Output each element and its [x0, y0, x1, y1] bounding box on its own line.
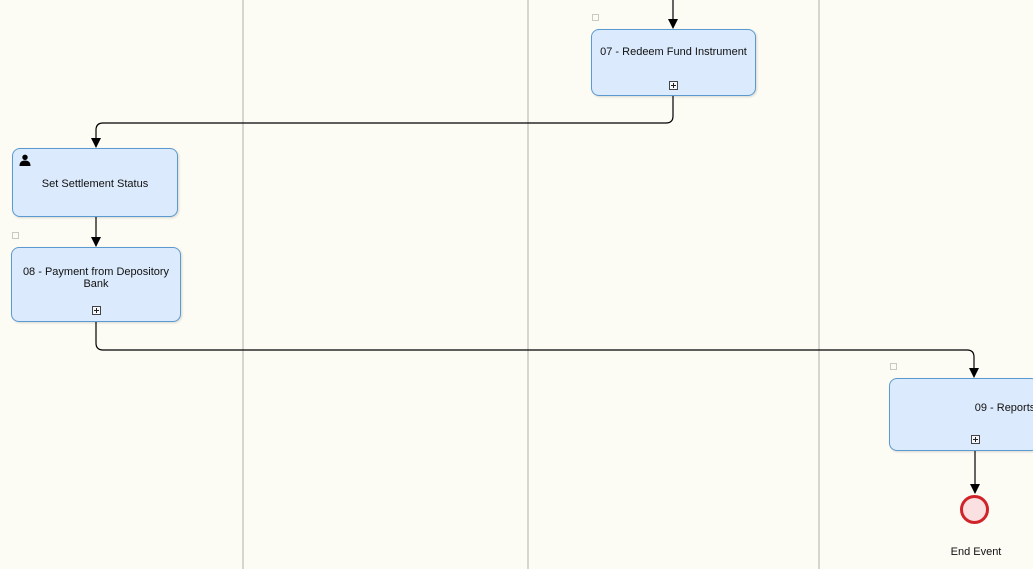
expand-subprocess-icon[interactable]	[669, 81, 678, 90]
task-set-settlement-status[interactable]: Set Settlement Status	[12, 148, 178, 217]
user-icon	[19, 154, 31, 166]
task-marker	[592, 14, 599, 21]
task-label: 09 - Reports	[974, 402, 1033, 414]
lane-divider	[527, 0, 529, 569]
task-marker	[890, 363, 897, 370]
lane-divider	[242, 0, 244, 569]
end-event-circle[interactable]	[960, 495, 989, 524]
task-label: 08 - Payment from Depository Bank	[22, 266, 170, 290]
flow-redeem-to-set-status[interactable]	[91, 96, 674, 148]
end-event-label: End Event	[950, 546, 1002, 558]
task-payment-from-depository-bank[interactable]: 08 - Payment from Depository Bank	[11, 247, 181, 322]
flow-payment-to-reports[interactable]	[95, 322, 979, 378]
expand-subprocess-icon[interactable]	[971, 435, 980, 444]
task-reports[interactable]: 09 - Reports	[889, 378, 1033, 451]
task-label: 07 - Redeem Fund Instrument	[600, 46, 747, 58]
lane-divider	[818, 0, 820, 569]
task-marker	[12, 232, 19, 239]
task-redeem-fund-instrument[interactable]: 07 - Redeem Fund Instrument	[591, 29, 756, 96]
task-label: Set Settlement Status	[41, 178, 149, 190]
expand-subprocess-icon[interactable]	[92, 306, 101, 315]
